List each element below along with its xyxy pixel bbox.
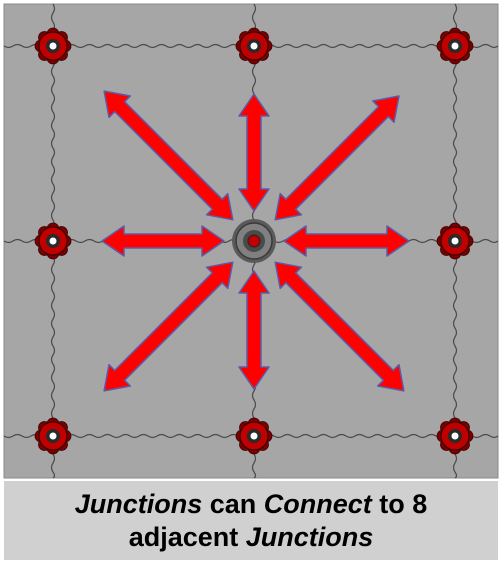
double-headed-arrow-icon: [103, 261, 234, 392]
double-headed-arrow-icon: [238, 270, 270, 390]
junction-nodes: [34, 27, 474, 455]
connector-hub-icon: [232, 219, 276, 263]
connection-arrows: [101, 90, 410, 392]
junction-node-icon: [235, 417, 273, 455]
caption: Junctions can Connect to 8 adjacent Junc…: [4, 481, 498, 560]
double-headed-arrow-icon: [274, 261, 405, 392]
caption-line-1: Junctions can Connect to 8: [75, 488, 428, 521]
double-headed-arrow-icon: [283, 225, 410, 257]
caption-connect-word: Connect: [263, 488, 372, 519]
double-headed-arrow-icon: [274, 95, 400, 221]
junction-node-icon: [34, 27, 72, 65]
caption-line-2: adjacent Junctions: [129, 521, 374, 554]
caption-adjacent-text: adjacent: [128, 521, 246, 552]
junction-node-icon: [436, 222, 474, 260]
caption-junctions-word-2: Junctions: [245, 521, 374, 552]
double-headed-arrow-icon: [101, 225, 225, 257]
junction-node-icon: [34, 417, 72, 455]
double-headed-arrow-icon: [103, 90, 234, 221]
caption-background: [4, 481, 498, 560]
caption-junctions-word: Junctions: [74, 488, 203, 519]
junction-node-icon: [235, 27, 273, 65]
junction-node-icon: [436, 417, 474, 455]
junction-node-icon: [34, 222, 72, 260]
caption-can-text: can: [202, 488, 264, 519]
junction-node-icon: [436, 27, 474, 65]
double-headed-arrow-icon: [238, 93, 270, 212]
caption-to-8-text: to 8: [371, 488, 428, 519]
